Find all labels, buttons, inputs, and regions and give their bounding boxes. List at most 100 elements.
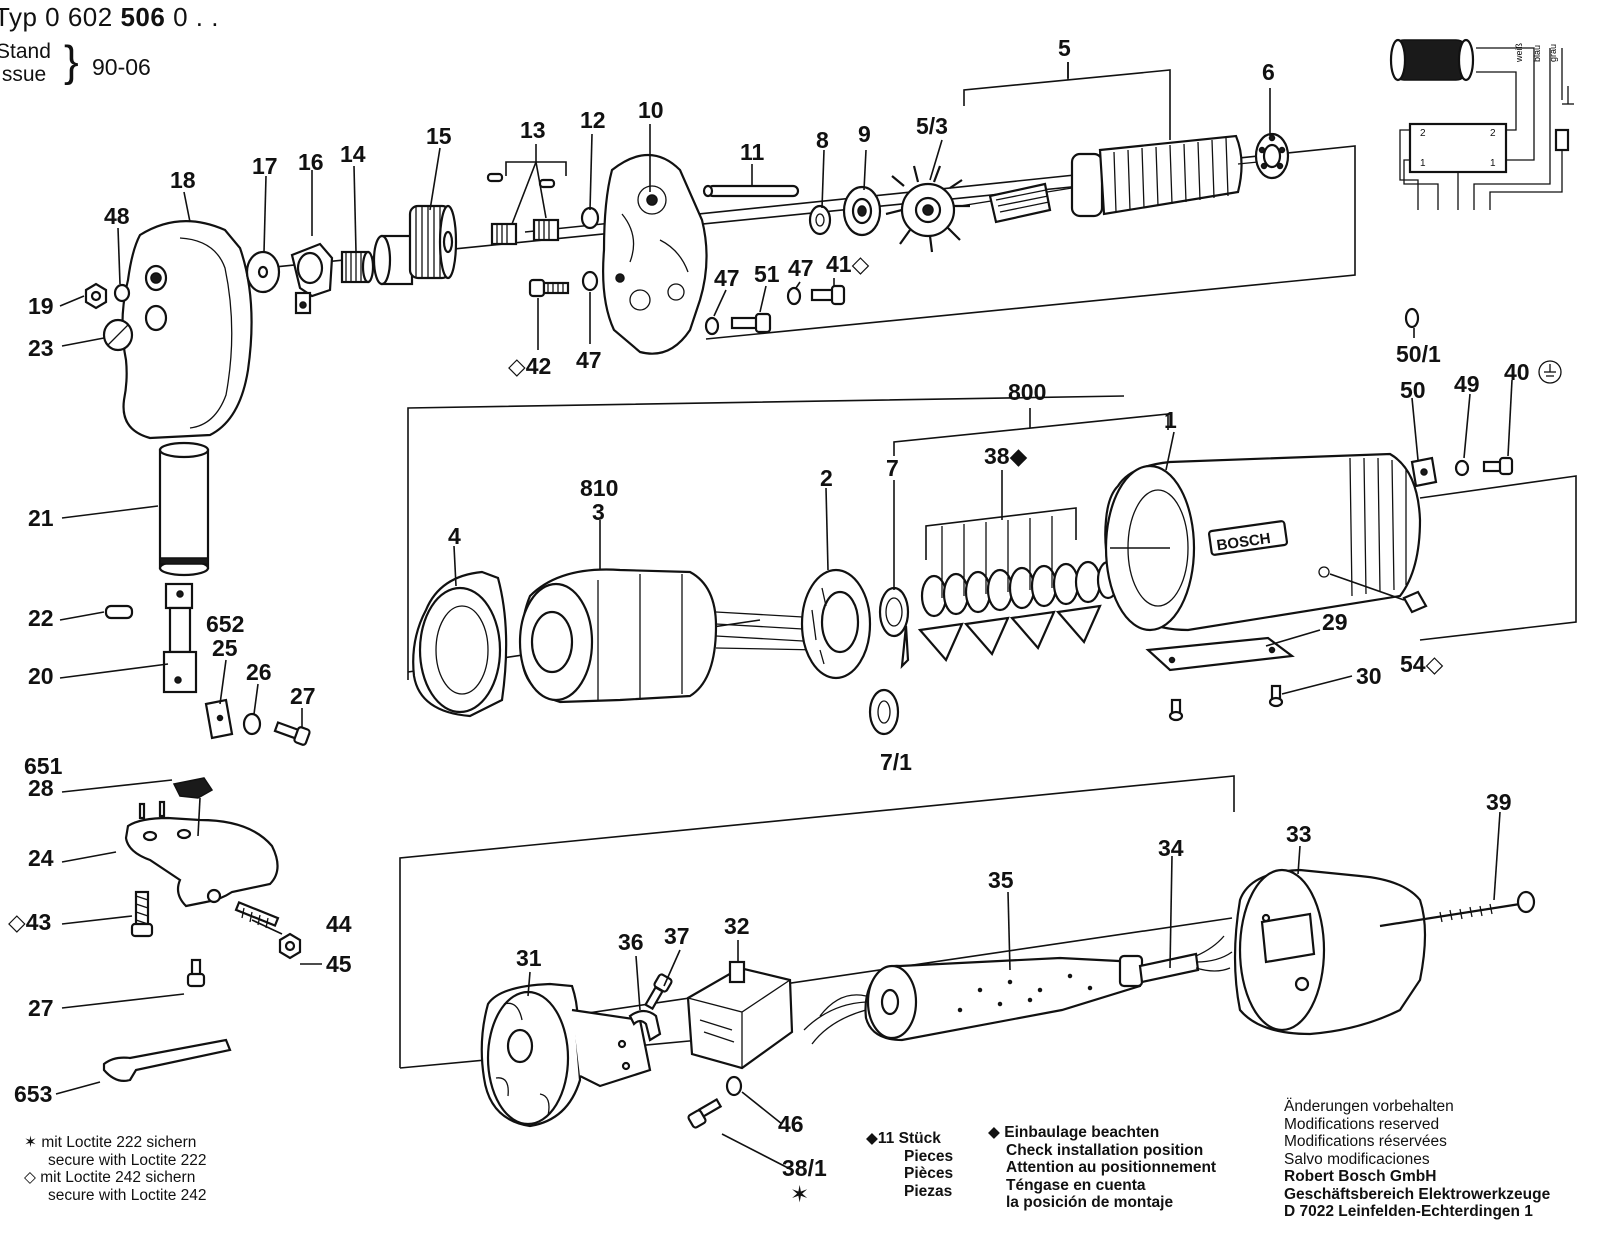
terminal-label: 2 xyxy=(1420,128,1426,139)
part-label: 1 xyxy=(1164,407,1177,433)
part-label: 2 xyxy=(820,465,833,491)
part-label: 35 xyxy=(988,867,1014,893)
die-holder-24 xyxy=(124,800,279,908)
part-label: 17 xyxy=(252,153,278,179)
part-label: 7 xyxy=(886,455,899,481)
washer-26 xyxy=(242,712,262,736)
part-label: 7/1 xyxy=(880,749,912,775)
company-block: Änderungen vorbehalten Modifications res… xyxy=(1284,1098,1551,1220)
screw-41 xyxy=(810,284,846,306)
washer-49 xyxy=(1454,459,1470,477)
part-label: 15 xyxy=(426,123,452,149)
part-label: 37 xyxy=(664,923,690,949)
part-label: 19 xyxy=(28,293,54,319)
part-label: 4 xyxy=(448,523,461,549)
screw-30 xyxy=(1168,684,1284,722)
part-label: 8 xyxy=(816,127,829,153)
issue-date: 90-06 xyxy=(92,54,151,80)
ground-symbol xyxy=(1538,360,1562,384)
leader-lines xyxy=(55,62,1513,1171)
motor-housing-1: BOSCH xyxy=(1104,452,1422,632)
lock-washer-50-1 xyxy=(1404,307,1420,329)
part-label: 31 xyxy=(516,945,542,971)
part-label: 50/1 xyxy=(1396,341,1441,367)
screw-44 xyxy=(234,900,280,929)
issue-label: Stand Issue xyxy=(0,40,51,86)
handle-cap xyxy=(121,220,253,440)
pieces-note: ◆11 Stück Pieces Pièces Piezas xyxy=(866,1130,954,1200)
bracket-5 xyxy=(963,69,1171,140)
part-label: 5 xyxy=(1058,35,1071,61)
part-label: ✶ xyxy=(790,1181,809,1207)
gears-13 xyxy=(486,172,560,246)
part-label: 50 xyxy=(1400,377,1426,403)
part-label: 22 xyxy=(28,605,54,631)
washer-12 xyxy=(580,206,600,230)
part-label: 40 xyxy=(1504,359,1530,385)
part-label: 13 xyxy=(520,117,546,143)
tube-21 xyxy=(158,441,210,577)
part-label: 32 xyxy=(724,913,750,939)
part-label: 24 xyxy=(28,845,54,871)
brush-set-38 xyxy=(917,507,1120,663)
clip-36 xyxy=(628,1009,662,1042)
part-label: 47 xyxy=(788,255,814,281)
part-label: 20 xyxy=(28,663,54,689)
head-assembly xyxy=(102,441,311,1082)
handle-front-31 xyxy=(480,982,652,1128)
part-label: 34 xyxy=(1158,835,1184,861)
part-label: 44 xyxy=(326,911,352,937)
upper-assembly xyxy=(84,62,1356,440)
part-label: 16 xyxy=(298,149,324,175)
part-label: 651 xyxy=(24,753,63,779)
lower-frame-left xyxy=(399,775,1235,1068)
part-label: 14 xyxy=(340,141,366,167)
terminal-label: 1 xyxy=(1490,158,1496,169)
screw-27-bottom xyxy=(186,958,206,988)
part-label: 21 xyxy=(28,505,54,531)
part-label: 27 xyxy=(290,683,316,709)
loctite-legend: ✶ mit Loctite 222 sichern secure with Lo… xyxy=(24,1134,207,1204)
ring-7 xyxy=(878,586,910,638)
part-label: 47 xyxy=(576,347,602,373)
part-label: 5/3 xyxy=(916,113,948,139)
blade-28 xyxy=(172,777,214,799)
screw-37 xyxy=(644,973,673,1011)
wire-label: grau xyxy=(1548,44,1558,62)
part-label: 30 xyxy=(1356,663,1382,689)
part-label: 12 xyxy=(580,107,606,133)
gear-15 xyxy=(372,204,458,286)
part-label: 49 xyxy=(1454,371,1480,397)
part-label: 39 xyxy=(1486,789,1512,815)
bracket-800 xyxy=(893,413,1169,456)
part-label: 51 xyxy=(754,261,780,287)
part-label: 9 xyxy=(858,121,871,147)
wire-label: weiß xyxy=(1514,42,1524,63)
part-label: ◇43 xyxy=(8,909,51,935)
washer-48 xyxy=(113,283,131,303)
part-label: 28 xyxy=(28,775,54,801)
gear-housing-plate-10 xyxy=(602,153,708,355)
bearing-6 xyxy=(1254,132,1290,180)
ring-7-1 xyxy=(868,688,900,736)
screw-43 xyxy=(130,890,154,938)
washer-46 xyxy=(725,1075,743,1097)
wiring-diagram: 2 2 1 1 weiß blau grau xyxy=(1389,38,1574,210)
armature-5 xyxy=(959,134,1259,224)
part-label: 11 xyxy=(740,139,765,165)
middle-frame-right xyxy=(1419,475,1577,641)
washer-47c xyxy=(786,286,802,306)
wire-label: blau xyxy=(1532,45,1542,62)
switch-32 xyxy=(686,960,794,1070)
pinion-14 xyxy=(340,250,375,284)
cable-34 xyxy=(1138,935,1233,984)
type-number: Typ 0 602 506 0 . . xyxy=(0,2,219,32)
terminal-label: 1 xyxy=(1420,158,1426,169)
screw-54 xyxy=(1402,590,1428,614)
handle-rear-33 xyxy=(1233,868,1427,1036)
lower-assembly xyxy=(399,775,1536,1129)
plate-29 xyxy=(1145,636,1295,672)
washer-8 xyxy=(808,204,832,236)
cable-sleeve-35 xyxy=(864,954,1144,1042)
ring-2 xyxy=(800,568,872,680)
